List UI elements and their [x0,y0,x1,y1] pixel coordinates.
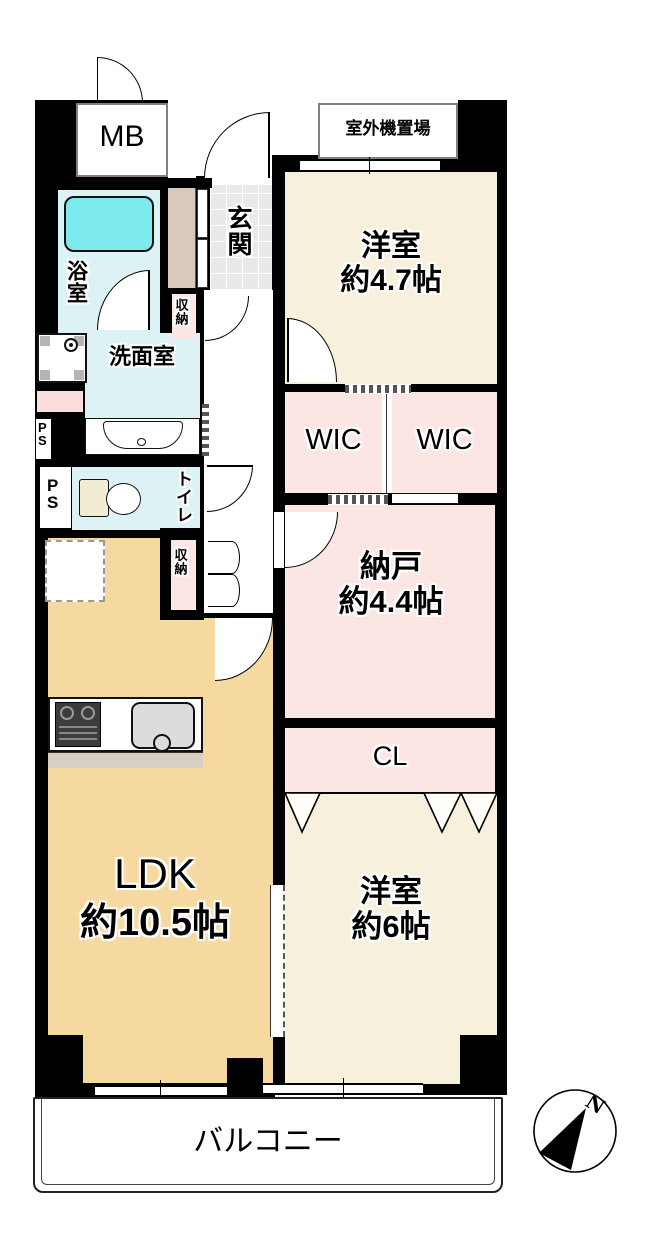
bathtub [64,196,154,252]
pan-corner-tr [74,336,84,346]
hall-storage-door-top [208,541,240,574]
slider-washroom [202,404,209,456]
label-closet: CL [372,741,408,771]
entry-approach [168,98,210,178]
label-washroom: 洗面室 [108,344,175,369]
kitchen-counter-strip [48,752,203,768]
stove-burner-left [60,706,74,720]
label-hall-storage: 収納 [172,548,188,576]
wall-step [227,1058,263,1097]
room-wic-right [392,392,497,493]
stove-grill [59,726,97,743]
slider-wic-right-bottom [392,493,458,504]
slider-wic-left-top [345,384,411,394]
western-2-name: 洋室 [360,874,422,909]
label-outdoor-unit: 室外機置場 [345,119,431,138]
wall-top-right-pillar [458,100,507,160]
label-wic-right: WIC [416,424,473,456]
label-storage-room: 納戸 約4.4帖 [300,549,482,619]
label-bathroom: 浴室 [64,260,88,304]
western-1-name: 洋室 [361,230,421,263]
door-entrance [204,112,270,178]
ps-upper-box [36,419,51,459]
pan-corner-bl [40,370,50,380]
room-washroom [85,333,200,418]
label-ps-upper: PS [38,420,47,449]
label-genkan: 玄関 [224,205,252,257]
label-toilet: トイレ [173,470,193,524]
hallway-ldk-header [204,613,273,618]
hall-storage-box [171,540,196,610]
window-western-1 [300,159,440,172]
accordion-door [285,792,497,834]
pan-drain-dot [69,343,73,347]
ldk-size: 約10.5帖 [80,902,230,945]
ldk-west2-slider [270,885,285,1037]
room-closet [285,728,495,792]
wic-partition [382,392,392,493]
compass-icon: N [533,1089,617,1173]
window-ldk-balcony [95,1085,227,1097]
hall-storage-door-bottom [208,574,240,607]
western-1-size: 約4.7帖 [340,263,442,297]
pan-corner-tl [40,336,50,346]
genkan-storage-strip [172,294,196,340]
window-western-2-tick [343,1078,344,1099]
genkan-tile [210,185,272,290]
label-ps-lower: PS [47,476,59,513]
pan-corner-br [74,370,84,380]
vanity-drain [137,438,146,446]
window-ldk-tick [160,1080,161,1101]
label-western-2: 洋室 約6帖 [300,874,482,944]
balcony [33,1097,503,1193]
fridge-space [45,540,105,602]
label-genkan-storage: 収納 [173,298,189,326]
label-mb: MB [99,120,145,153]
pillar-bottom-right [460,1035,497,1085]
window-western-1-tick [369,157,370,174]
toilet-tank [79,479,109,517]
shoe-cabinet [168,188,196,288]
label-ldk: LDK 約10.5帖 [40,850,270,945]
sink-drain [153,734,171,752]
ldk-name: LDK [114,850,196,897]
door-mb [97,57,143,103]
mb-box [76,103,168,177]
ps-lower-box [40,467,71,528]
shoe-cabinet-door-upper [197,189,208,238]
wall-genkan-top [196,176,212,188]
balcony-inner-rail [41,1097,495,1185]
door-storage-leaf [273,511,285,569]
slider-wic-left-bottom [328,494,388,505]
label-wic-left: WIC [305,424,362,456]
storage-room-name: 納戸 [360,549,422,584]
label-balcony: バルコニー [193,1125,343,1158]
room-wic-left [285,392,382,493]
wall-left-lower [35,545,48,1097]
label-western-1: 洋室 約4.7帖 [300,230,482,297]
duct-space [37,391,83,412]
shoe-cabinet-door-lower [197,239,208,288]
outdoor-unit-box [318,103,458,159]
western-2-size: 約6帖 [351,908,431,944]
toilet-bowl [106,483,141,515]
stove-burner-right [81,706,95,720]
storage-room-size: 約4.4帖 [338,583,444,619]
